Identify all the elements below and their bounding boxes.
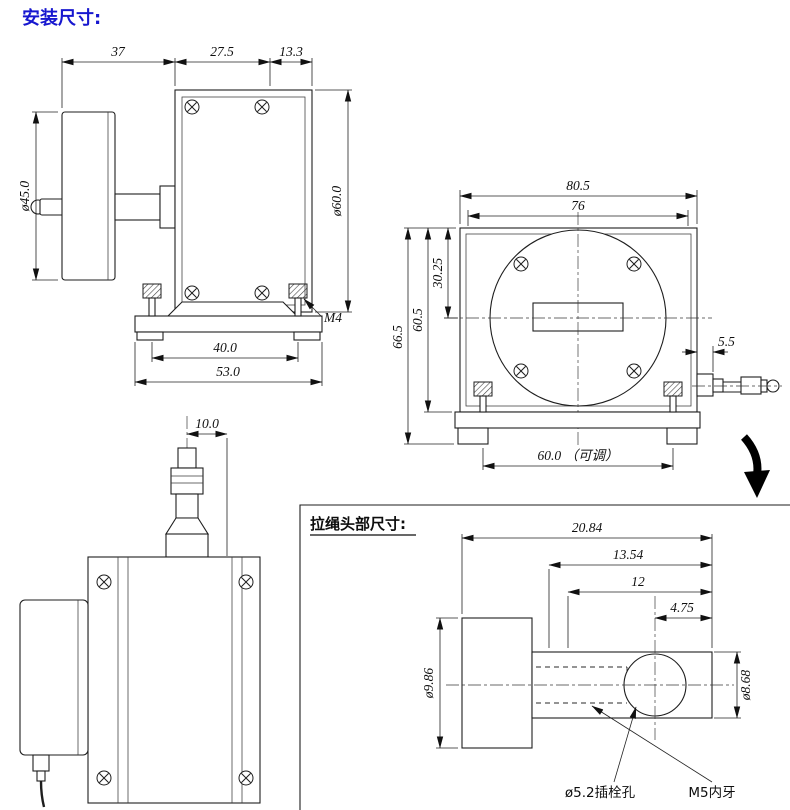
down-arrow-icon	[740, 434, 770, 498]
thread-label-m4: M4	[323, 310, 342, 325]
rear-view: 10.0	[19, 416, 261, 808]
clamp-knob-icon	[663, 381, 683, 397]
dim-53: 53.0	[216, 364, 240, 379]
dim-12: 12	[631, 574, 645, 589]
page-title: 安装尺寸:	[22, 7, 101, 29]
dim-66-5: 66.5	[390, 325, 405, 349]
dim-dia-45: ø45.0	[17, 181, 32, 213]
front-view: 80.5 76 30.25 60.5 66.5 5.5 60.0 （可调）	[390, 178, 782, 498]
dim-30-25: 30.25	[430, 258, 445, 290]
dim-13-3: 13.3	[279, 44, 303, 59]
dim-40: 40.0	[213, 340, 237, 355]
dim-4-75: 4.75	[670, 600, 694, 615]
rope-head-view: 拉绳头部尺寸: 20.84 13.54 12 4.75 ø9.86 ø8.68	[299, 504, 790, 810]
section-title: 拉绳头部尺寸:	[310, 515, 406, 533]
clamp-knob-icon	[142, 283, 162, 299]
screw-icon	[184, 99, 200, 115]
screw-icon	[254, 285, 270, 301]
clamp-knob-icon	[473, 381, 493, 397]
section-border	[299, 504, 790, 810]
screw-icon	[184, 285, 200, 301]
label-thread-m5: M5内牙	[688, 785, 735, 801]
dim-10: 10.0	[195, 416, 219, 431]
dim-27-5: 27.5	[210, 44, 234, 59]
dim-13-54: 13.54	[613, 547, 644, 562]
dim-80-5: 80.5	[566, 178, 590, 193]
screw-icon	[238, 574, 254, 590]
dim-60-travel: 60.0 （可调）	[538, 448, 619, 463]
dim-dia-60: ø60.0	[329, 186, 344, 218]
clamp-knob-icon	[288, 283, 308, 299]
dim-60-5: 60.5	[410, 308, 425, 332]
screw-icon	[238, 770, 254, 786]
screw-icon	[626, 363, 642, 379]
screw-icon	[96, 770, 112, 786]
screw-icon	[513, 256, 529, 272]
screw-icon	[513, 363, 529, 379]
screw-icon	[626, 256, 642, 272]
dim-37: 37	[110, 44, 126, 59]
dim-dia-8-68: ø8.68	[738, 670, 753, 702]
screw-icon	[254, 99, 270, 115]
dim-76: 76	[571, 198, 585, 213]
screw-icon	[96, 574, 112, 590]
label-pin-hole: ø5.2插栓孔	[565, 785, 636, 801]
side-view: 37 27.5 13.3 ø45.0 ø60.0 M4 40.0 53.0	[17, 44, 352, 386]
dim-dia-9-86: ø9.86	[421, 668, 436, 700]
dim-5-5: 5.5	[718, 334, 735, 349]
dim-20-84: 20.84	[572, 520, 603, 535]
